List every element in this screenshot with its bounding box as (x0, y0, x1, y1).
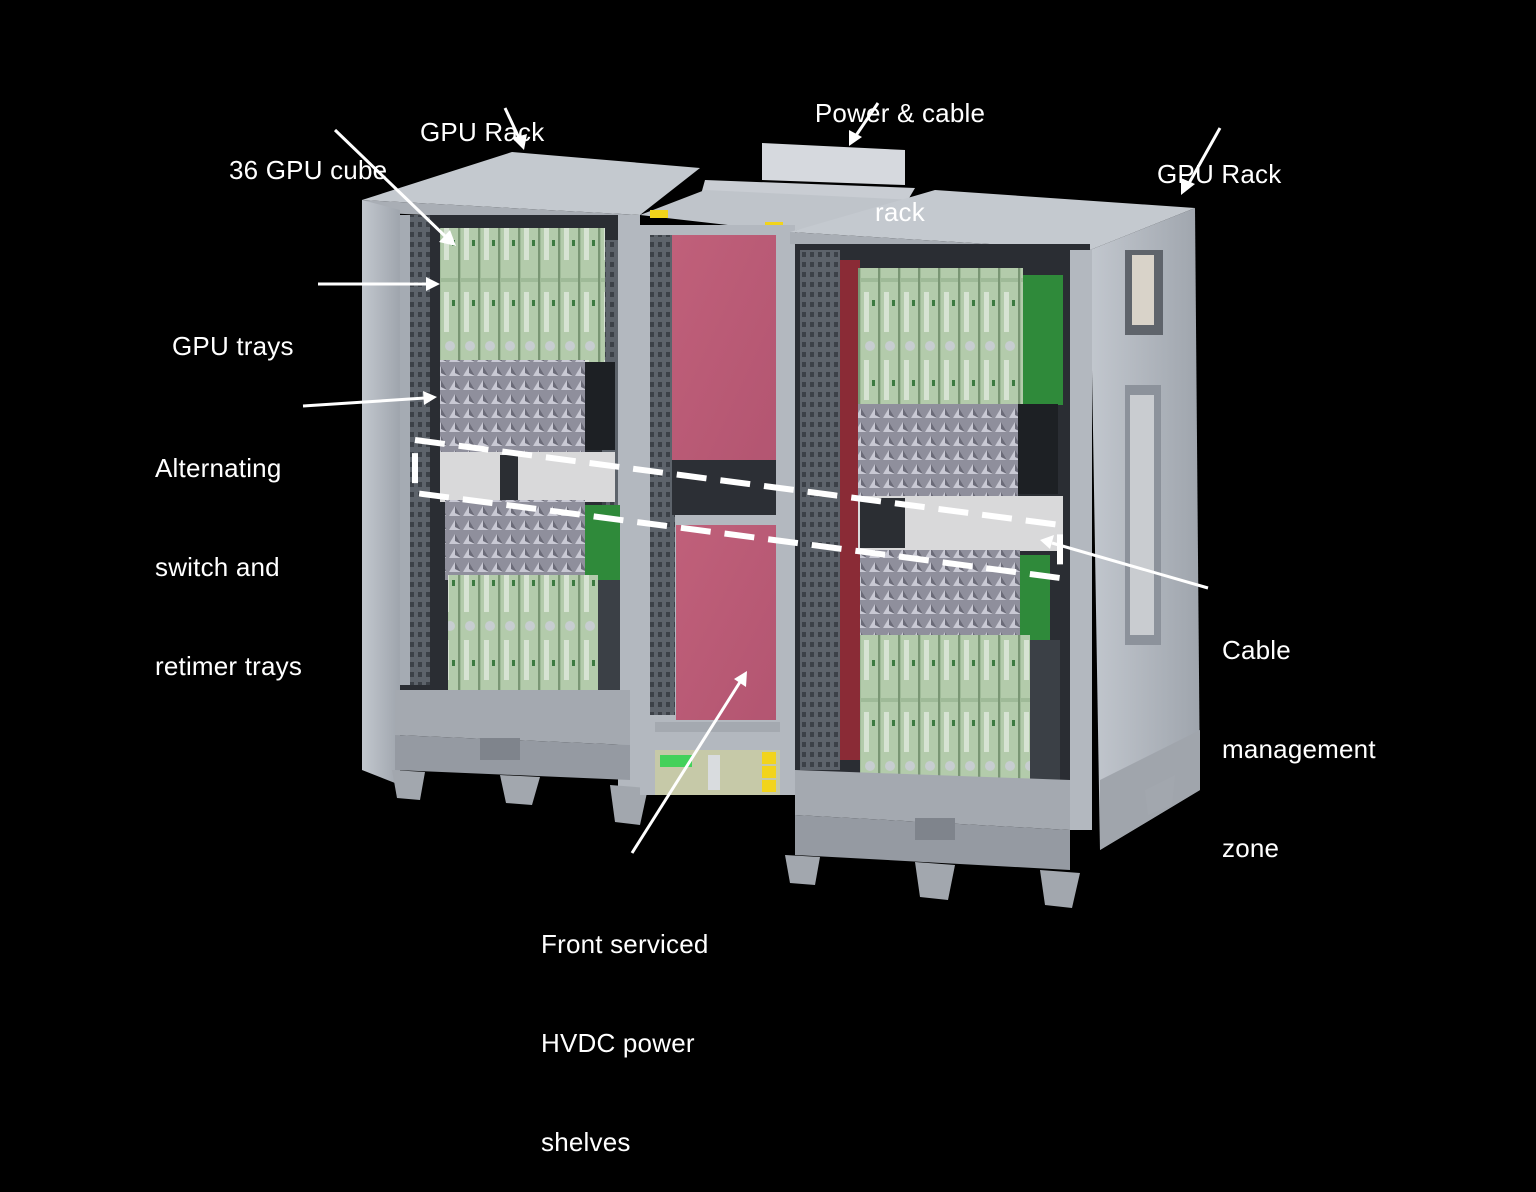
label-gpu-trays: GPU trays (172, 264, 294, 396)
gpu-tray-block-bottom-right (860, 635, 1030, 785)
gpu-tray-block-top-right (858, 268, 1023, 406)
arrow-gpu-rack-right (1186, 127, 1222, 186)
arrow-switch-trays (302, 396, 426, 408)
label-line: 36 GPU cube (229, 155, 388, 185)
switch-tray-top-right (858, 404, 1018, 496)
arrow-cable-zone (1051, 541, 1209, 590)
arrow-hvdc (630, 681, 742, 854)
label-line: shelves (541, 1127, 631, 1157)
label-line: Alternating (155, 453, 282, 483)
pink-power-panel-bottom (676, 525, 776, 720)
label-line: switch and (155, 552, 280, 582)
pink-power-panel-top (672, 235, 776, 460)
annotation-arrows (302, 102, 1222, 854)
label-hvdc-power-shelves: Front serviced HVDC power shelves (541, 862, 709, 1192)
label-line: retimer trays (155, 651, 303, 681)
label-36-gpu-cube: 36 GPU cube (229, 88, 387, 220)
label-power-cable-rack: Power & cable rack (800, 31, 1000, 262)
label-line: GPU trays (172, 331, 294, 361)
switch-tray-top-left (440, 360, 585, 452)
cable-management-zone-outline (412, 437, 1063, 582)
left-gpu-rack (362, 152, 700, 825)
label-line: zone (1222, 833, 1280, 863)
label-cable-management-zone: Cable management zone (1222, 568, 1376, 898)
gpu-tray-block-top-left (440, 228, 605, 366)
warning-label-icon (650, 210, 668, 218)
right-gpu-rack (785, 190, 1200, 908)
label-gpu-rack-left: GPU Rack (420, 50, 544, 182)
label-switch-retimer-trays: Alternating switch and retimer trays (155, 386, 302, 716)
label-line: Front serviced (541, 929, 709, 959)
switch-tray-bottom-right (860, 550, 1020, 640)
arrow-36-gpu-cube (333, 128, 449, 240)
label-line: Power & cable (814, 98, 986, 128)
power-cable-rack (640, 143, 915, 795)
label-line: rack (875, 197, 925, 227)
arrow-power-cable-rack (853, 102, 880, 138)
label-line: management (1222, 734, 1376, 764)
label-line: Cable (1222, 635, 1291, 665)
rack-illustration (302, 102, 1222, 908)
label-line: GPU Rack (420, 117, 545, 147)
label-line: HVDC power (541, 1028, 695, 1058)
label-gpu-rack-right: GPU Rack (1157, 92, 1281, 224)
arrow-gpu-rack-left (503, 107, 522, 141)
label-line: GPU Rack (1157, 159, 1282, 189)
